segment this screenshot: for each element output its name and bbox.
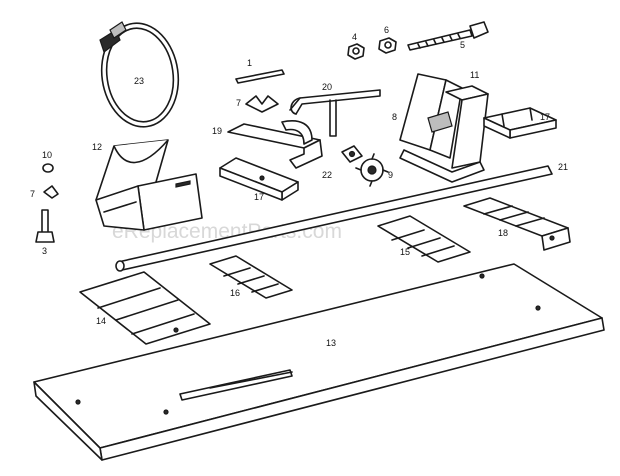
callout-10: 10 — [42, 150, 52, 160]
callout-19: 19 — [212, 126, 222, 136]
callout-labels: 1 20 3 4 5 6 7 7 8 9 10 11 12 13 14 15 1… — [30, 25, 568, 348]
callout-8: 8 — [392, 112, 397, 122]
part-1-pin — [235, 69, 285, 84]
part-4-nut — [347, 43, 365, 60]
part-14-channel-bracket — [79, 271, 211, 345]
callout-13: 13 — [326, 338, 336, 348]
callout-9: 9 — [388, 170, 393, 180]
callout-12: 12 — [92, 142, 102, 152]
callout-6: 6 — [384, 25, 389, 35]
part-13-base-board — [33, 263, 605, 461]
part-17-channel-bracket-right — [483, 107, 557, 139]
part-17-channel-bracket-center — [219, 157, 299, 201]
part-12-saddle-bracket — [95, 139, 203, 231]
part-10-cap-nut — [42, 163, 54, 173]
callout-11: 11 — [470, 70, 479, 80]
callout-5: 5 — [460, 40, 465, 50]
callout-18: 18 — [498, 228, 508, 238]
part-20-bent-rod — [289, 89, 381, 137]
part-6-nut — [378, 37, 397, 54]
callout-7-upper: 7 — [236, 98, 241, 108]
part-18-channel-bracket — [463, 197, 571, 251]
callout-20: 20 — [322, 82, 332, 92]
part-7-wing-nut — [245, 95, 279, 113]
part-15-channel-bracket — [377, 215, 471, 263]
callout-4: 4 — [352, 32, 357, 42]
part-19-bracket — [227, 120, 323, 169]
callout-1: 1 — [247, 58, 252, 68]
part-22-square-nut — [341, 145, 363, 163]
part-7-wing-nut-left — [43, 185, 59, 199]
callout-17-center: 17 — [254, 192, 264, 202]
part-23-hose-clamp — [99, 21, 180, 128]
part-16-channel-bracket — [209, 255, 293, 299]
part-5-screw — [407, 21, 489, 51]
callout-15: 15 — [400, 247, 410, 257]
callout-7-left: 7 — [30, 189, 35, 199]
callout-21: 21 — [558, 162, 568, 172]
part-8-11-block-assembly — [399, 73, 489, 183]
part-21-long-rod — [115, 165, 553, 272]
callout-3: 3 — [42, 246, 47, 256]
callout-14: 14 — [96, 316, 106, 326]
callout-23: 23 — [134, 76, 144, 86]
callout-22: 22 — [322, 170, 332, 180]
callout-16: 16 — [230, 288, 240, 298]
part-9-star-washer — [355, 153, 389, 187]
part-3-bolt — [35, 209, 55, 243]
callout-17-right: 17 — [540, 112, 550, 122]
